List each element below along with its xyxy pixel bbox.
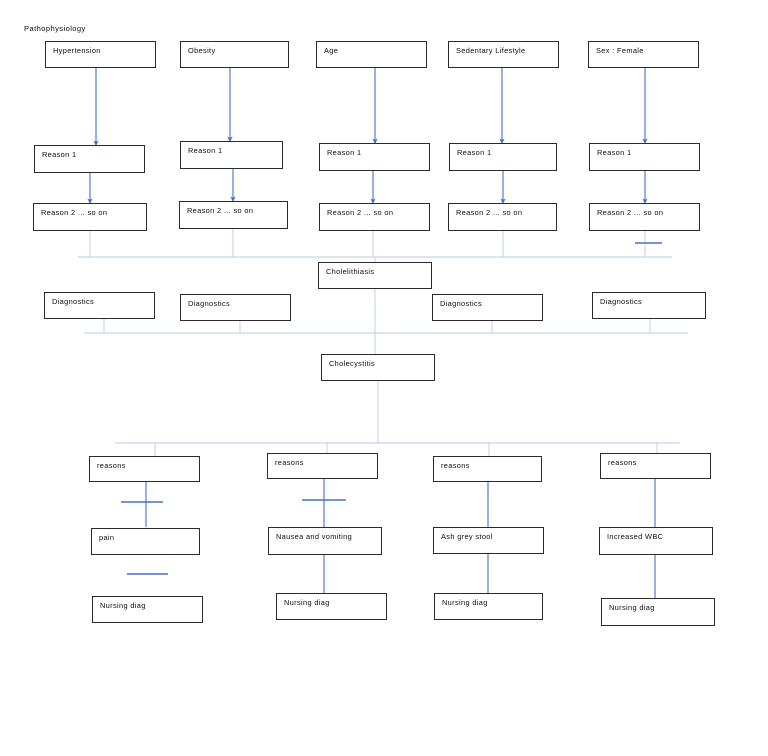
node-reasons-3[interactable]: reasons <box>433 456 542 482</box>
node-diagnostics-4[interactable]: Diagnostics <box>592 292 706 319</box>
node-risk-age[interactable]: Age <box>316 41 427 68</box>
node-risk-sex-female[interactable]: Sex : Female <box>588 41 699 68</box>
node-risk-sedentary[interactable]: Sedentary Lifestyle <box>448 41 559 68</box>
node-reason1-col4[interactable]: Reason 1 <box>449 143 557 171</box>
node-reason2-col3[interactable]: Reason 2 ... so on <box>319 203 430 231</box>
node-nursing-diag-2[interactable]: Nursing diag <box>276 593 387 620</box>
node-reason2-col1[interactable]: Reason 2 ... so on <box>33 203 147 231</box>
plain-connectors <box>145 479 656 598</box>
node-reason1-col2[interactable]: Reason 1 <box>180 141 283 169</box>
node-symptom-pain[interactable]: pain <box>91 528 200 555</box>
node-reasons-2[interactable]: reasons <box>267 453 378 479</box>
node-reasons-1[interactable]: reasons <box>89 456 200 482</box>
node-reasons-4[interactable]: reasons <box>600 453 711 479</box>
node-nursing-diag-3[interactable]: Nursing diag <box>434 593 543 620</box>
node-reason1-col5[interactable]: Reason 1 <box>589 143 700 171</box>
node-diagnostics-3[interactable]: Diagnostics <box>432 294 543 321</box>
node-cholelithiasis[interactable]: Cholelithiasis <box>318 262 432 289</box>
node-reason2-col2[interactable]: Reason 2 ... so on <box>179 201 288 229</box>
node-reason1-col1[interactable]: Reason 1 <box>34 145 145 173</box>
node-diagnostics-1[interactable]: Diagnostics <box>44 292 155 319</box>
node-diagnostics-2[interactable]: Diagnostics <box>180 294 291 321</box>
node-reason2-col4[interactable]: Reason 2 ... so on <box>448 203 557 231</box>
node-symptom-nausea[interactable]: Nausea and vomiting <box>268 527 382 555</box>
node-risk-hypertension[interactable]: Hypertension <box>45 41 156 68</box>
node-cholecystitis[interactable]: Cholecystitis <box>321 354 435 381</box>
node-symptom-wbc[interactable]: Increased WBC <box>599 527 713 555</box>
node-reason1-col3[interactable]: Reason 1 <box>319 143 430 171</box>
node-nursing-diag-1[interactable]: Nursing diag <box>92 596 203 623</box>
node-reason2-col5[interactable]: Reason 2 ... so on <box>589 203 700 231</box>
node-nursing-diag-4[interactable]: Nursing diag <box>601 598 715 626</box>
stray-marks <box>121 242 662 575</box>
node-symptom-stool[interactable]: Ash grey stool <box>433 527 544 554</box>
node-risk-obesity[interactable]: Obesity <box>180 41 289 68</box>
arrow-connectors <box>87 68 648 205</box>
page-title: Pathophysiology <box>24 24 86 33</box>
